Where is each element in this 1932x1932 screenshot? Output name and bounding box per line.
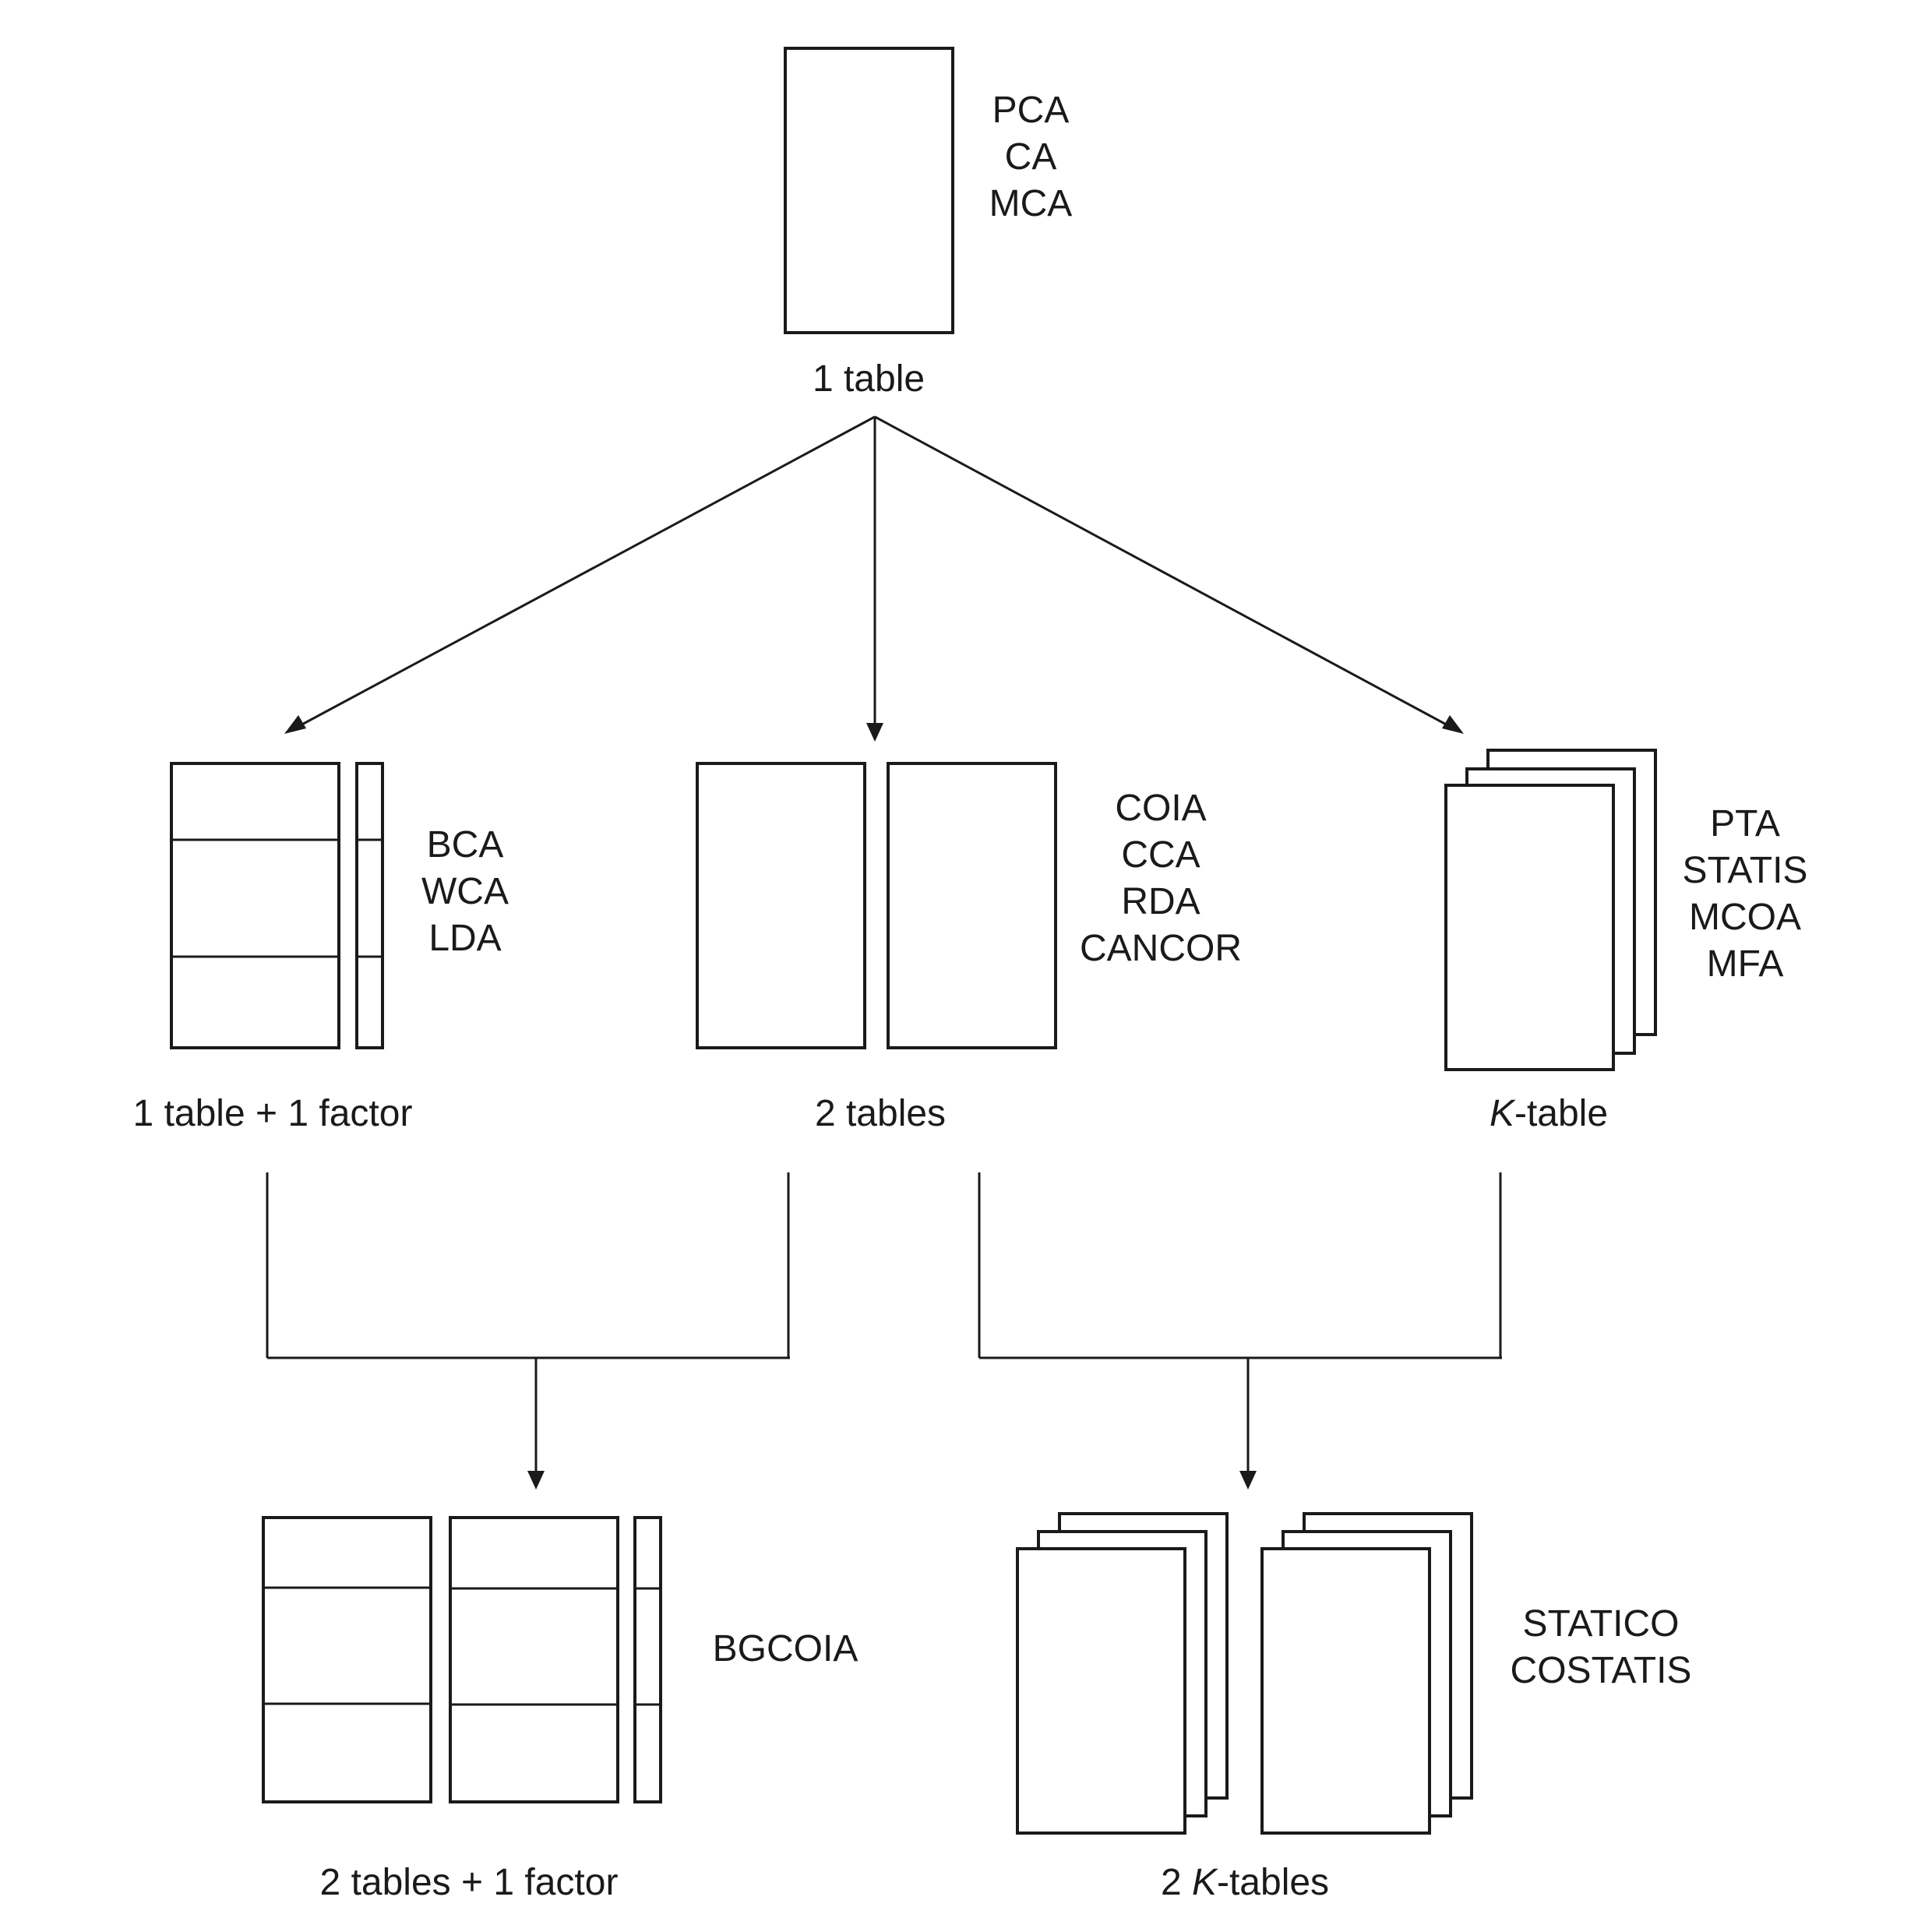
k-table-caption-rest: -table [1514,1093,1608,1134]
k-table-method-3: MCOA [1689,897,1801,938]
one-table-caption: 1 table [813,358,925,400]
right-bracket-arrowhead [1239,1471,1257,1490]
k-table-method-4: MFA [1707,943,1784,985]
k-table-sheet-front [1444,784,1615,1071]
two-tables-factor-factor [633,1516,662,1803]
node-two-k-tables: STATICO COSTATIS 2 K-tables [1016,1512,1692,1903]
node-two-tables: COIA CCA RDA CANCOR 2 tables [696,762,1242,1134]
two-tables-method-3: RDA [1121,881,1200,922]
table-factor-method-2: WCA [421,871,509,912]
right-bracket-connector [978,1172,1502,1490]
two-tables-table-1 [696,762,866,1049]
two-tables-factor-method-1: BGCOIA [713,1628,858,1669]
k-table-method-2: STATIS [1683,850,1808,891]
two-tables-factor-table-1 [262,1516,432,1803]
node-two-tables-factor: BGCOIA 2 tables + 1 factor [262,1516,858,1903]
two-tables-factor-table-2 [449,1516,619,1803]
two-tables-factor-caption: 2 tables + 1 factor [320,1862,619,1903]
one-table-method-1: PCA [992,90,1070,131]
table-factor-factor [355,762,384,1049]
arrow-to-k-table [874,415,1451,728]
node-k-table: PTA STATIS MCOA MFA K-table [1444,749,1808,1134]
node-table-factor: BCA WCA LDA 1 table + 1 factor [133,762,509,1134]
arrowhead-k-table [1442,715,1464,734]
arrowhead-two-tables [866,723,883,742]
two-k-tables-caption-rest: -tables [1217,1862,1329,1903]
two-k-tables-method-1: STATICO [1523,1603,1680,1645]
two-k-tables-caption-prefix: 2 [1161,1862,1192,1903]
one-table-box [784,47,954,334]
two-tables-method-4: CANCOR [1080,928,1242,969]
one-table-method-3: MCA [989,183,1073,224]
left-bracket-connector [266,1172,790,1490]
two-k-tables-stack-1-front [1016,1547,1186,1835]
two-k-tables-stack-2-front [1260,1547,1431,1835]
node-one-table: PCA CA MCA 1 table [784,47,1073,400]
k-table-caption: K-table [1490,1093,1608,1134]
two-k-tables-method-2: COSTATIS [1511,1650,1692,1691]
table-factor-method-3: LDA [428,918,501,959]
two-tables-caption: 2 tables [815,1093,946,1134]
two-k-tables-caption-var: K [1192,1862,1218,1903]
two-k-tables-caption: 2 K-tables [1161,1862,1329,1903]
k-table-caption-var: K [1490,1093,1516,1134]
table-factor-table [170,762,340,1049]
two-tables-table-2 [887,762,1057,1049]
two-tables-method-1: COIA [1115,788,1206,829]
arrowhead-table-factor [284,715,306,734]
two-tables-method-2: CCA [1121,834,1200,876]
left-bracket-arrowhead [527,1471,545,1490]
table-factor-method-1: BCA [427,824,504,866]
top-arrows [284,415,1464,742]
k-table-method-1: PTA [1710,803,1780,844]
one-table-method-2: CA [1005,136,1057,178]
arrow-to-table-factor [297,415,876,728]
table-factor-caption: 1 table + 1 factor [133,1093,413,1134]
